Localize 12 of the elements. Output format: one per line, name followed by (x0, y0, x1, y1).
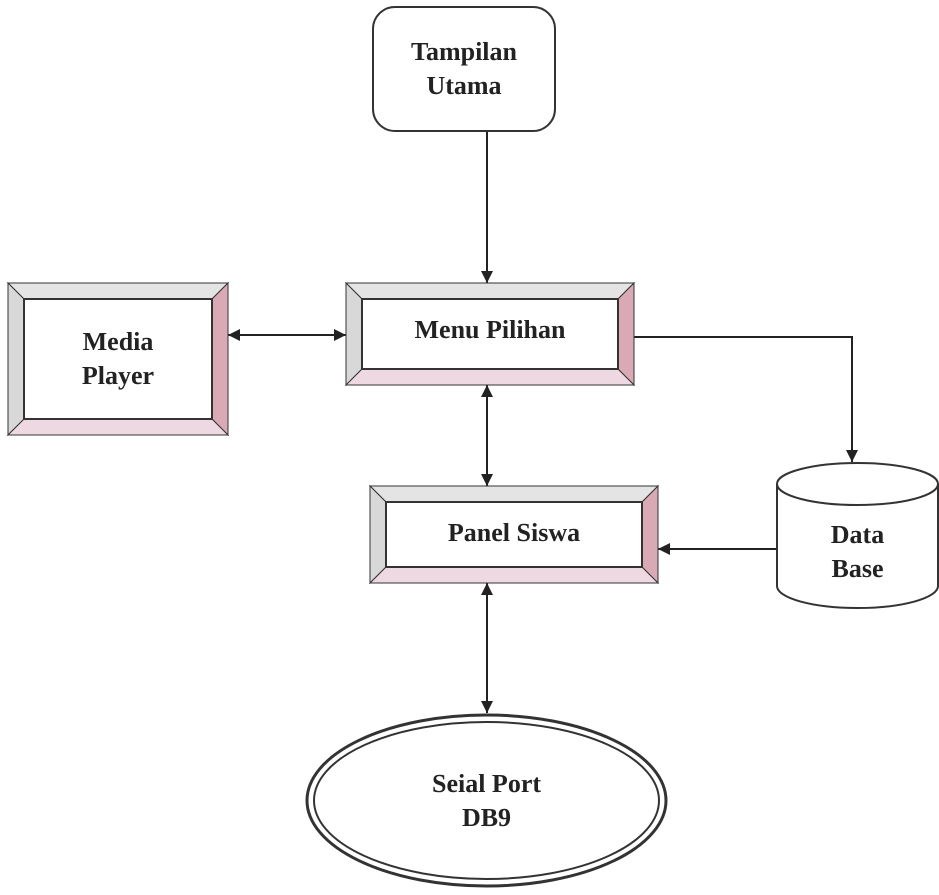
node-label: Media Player (80, 326, 156, 392)
arrow (481, 385, 493, 486)
node-label: Panel Siswa (448, 517, 580, 549)
arrow (634, 336, 858, 462)
node-label: Seial Port DB9 (430, 768, 542, 834)
node-label: Data Base (830, 519, 886, 585)
node-label: Tampilan Utama (410, 36, 518, 102)
arrow (481, 583, 493, 713)
arrow (658, 543, 776, 555)
arrow (228, 329, 346, 341)
node-label: Menu Pilihan (414, 314, 566, 346)
arrow (481, 132, 493, 283)
